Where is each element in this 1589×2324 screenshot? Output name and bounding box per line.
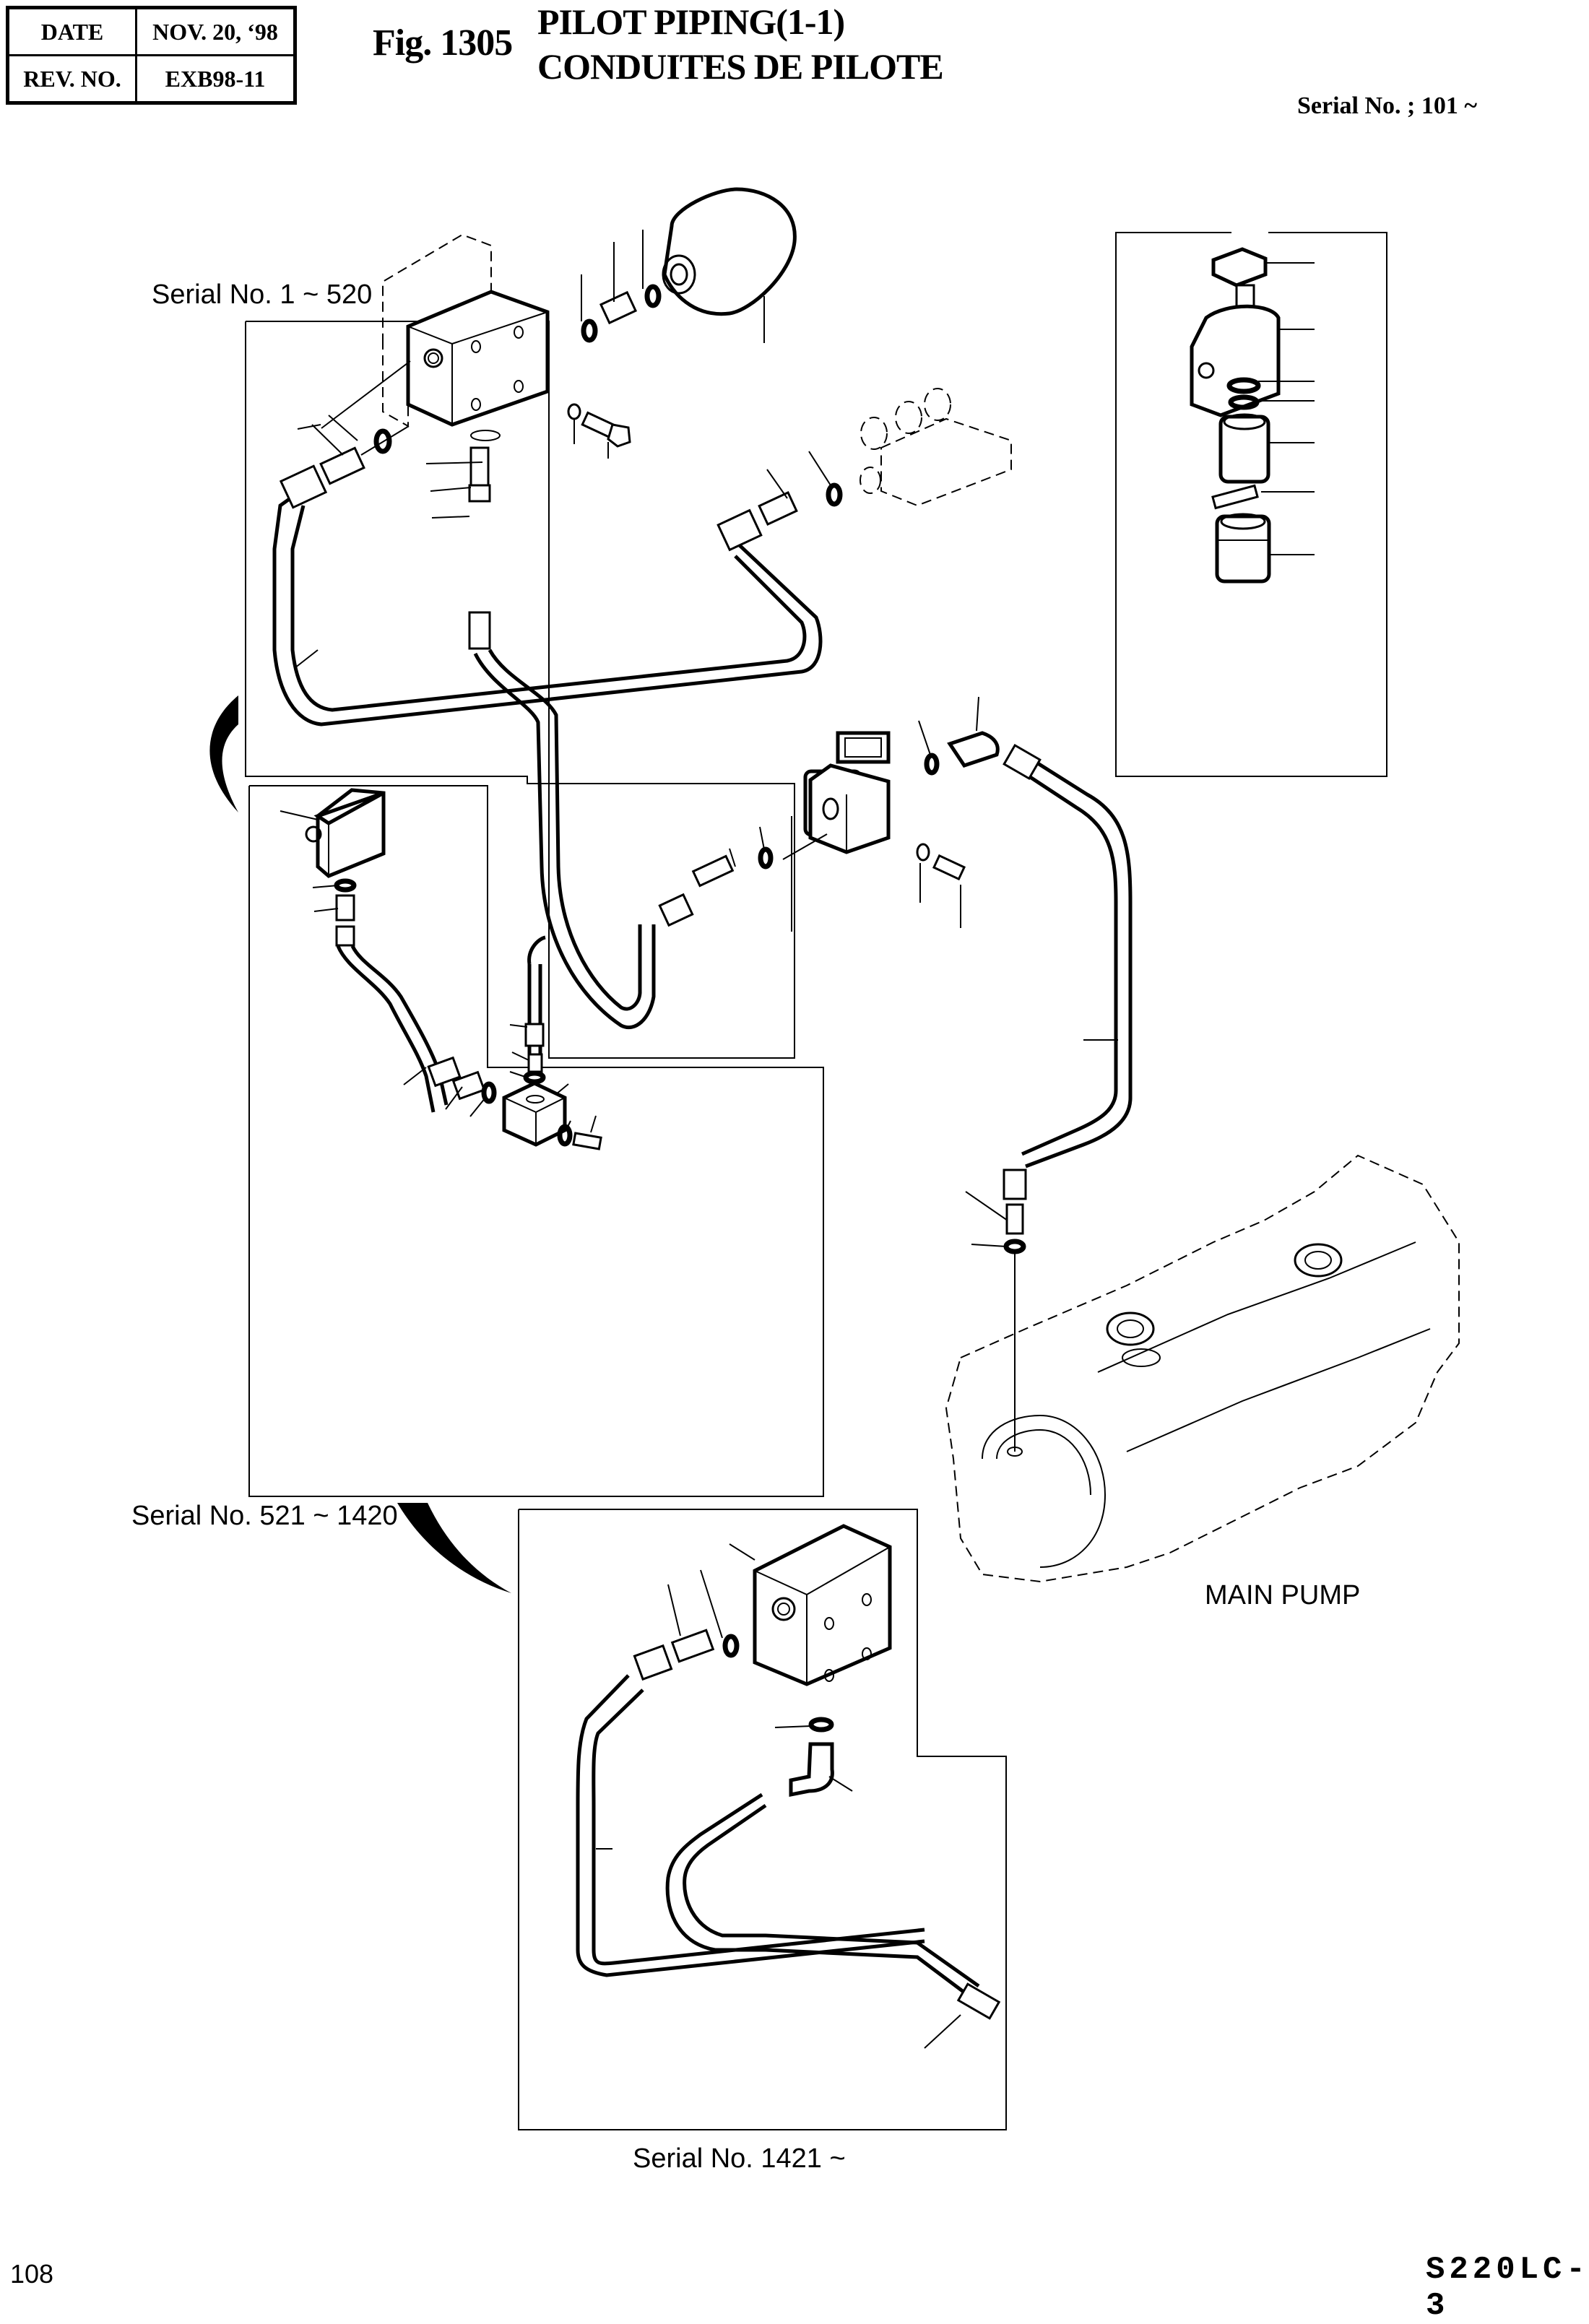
curved-arrow-icon xyxy=(209,695,238,812)
page-title-french: CONDUITES DE PILOTE xyxy=(537,46,944,87)
main-pump-label: MAIN PUMP xyxy=(1205,1580,1361,1610)
o-ring xyxy=(1226,377,1261,394)
model-number: S220LC-3 xyxy=(1426,2252,1589,2324)
pilot-manifold-block-view-1 xyxy=(382,233,550,441)
o-ring xyxy=(581,318,598,343)
main-pump xyxy=(945,1154,1460,1583)
view-frame-serial-1-520 xyxy=(245,321,795,1059)
view-label-serial-1-520: Serial No. 1 ~ 520 xyxy=(152,279,373,310)
revision-info-table: DATE NOV. 20, ‘98 REV. NO. EXB98-11 xyxy=(6,6,297,105)
revision-label: REV. NO. xyxy=(7,54,137,104)
filter-case xyxy=(1215,513,1315,584)
serial-applicability: Serial No. ; 101 ~ xyxy=(1297,92,1478,119)
curved-arrow-icon xyxy=(397,1503,511,1593)
revision-value: EXB98-11 xyxy=(135,54,296,104)
bolt-with-washer xyxy=(567,403,631,459)
view-label-serial-1421: Serial No. 1421 ~ xyxy=(633,2143,846,2174)
view-label-serial-521-1420: Serial No. 521 ~ 1420 xyxy=(131,1501,398,1531)
figure-number: Fig. 1305 xyxy=(373,22,513,64)
filter-element xyxy=(1218,413,1315,484)
page-number: 108 xyxy=(10,2259,54,2289)
pilot-manifold-block-view-2 xyxy=(280,788,386,878)
page-title-english: PILOT PIPING(1-1) xyxy=(537,1,845,42)
view-frame-serial-521-1420 xyxy=(248,785,824,1497)
inset-frame-solenoid-parts xyxy=(1115,232,1387,777)
o-ring xyxy=(1228,394,1260,410)
view-frame-serial-1421 xyxy=(518,1509,1007,2130)
solenoid-connector xyxy=(1211,247,1315,308)
o-ring xyxy=(644,284,662,308)
adapter-fitting xyxy=(599,290,638,325)
date-label: DATE xyxy=(7,6,137,56)
date-value: NOV. 20, ‘98 xyxy=(135,6,296,56)
filter-spring xyxy=(1211,484,1315,510)
pilot-manifold-block-view-3 xyxy=(729,1524,892,1686)
solenoid-valve-center xyxy=(803,731,891,854)
pilot-valve-ghost xyxy=(860,388,1012,507)
accumulator xyxy=(662,187,797,343)
